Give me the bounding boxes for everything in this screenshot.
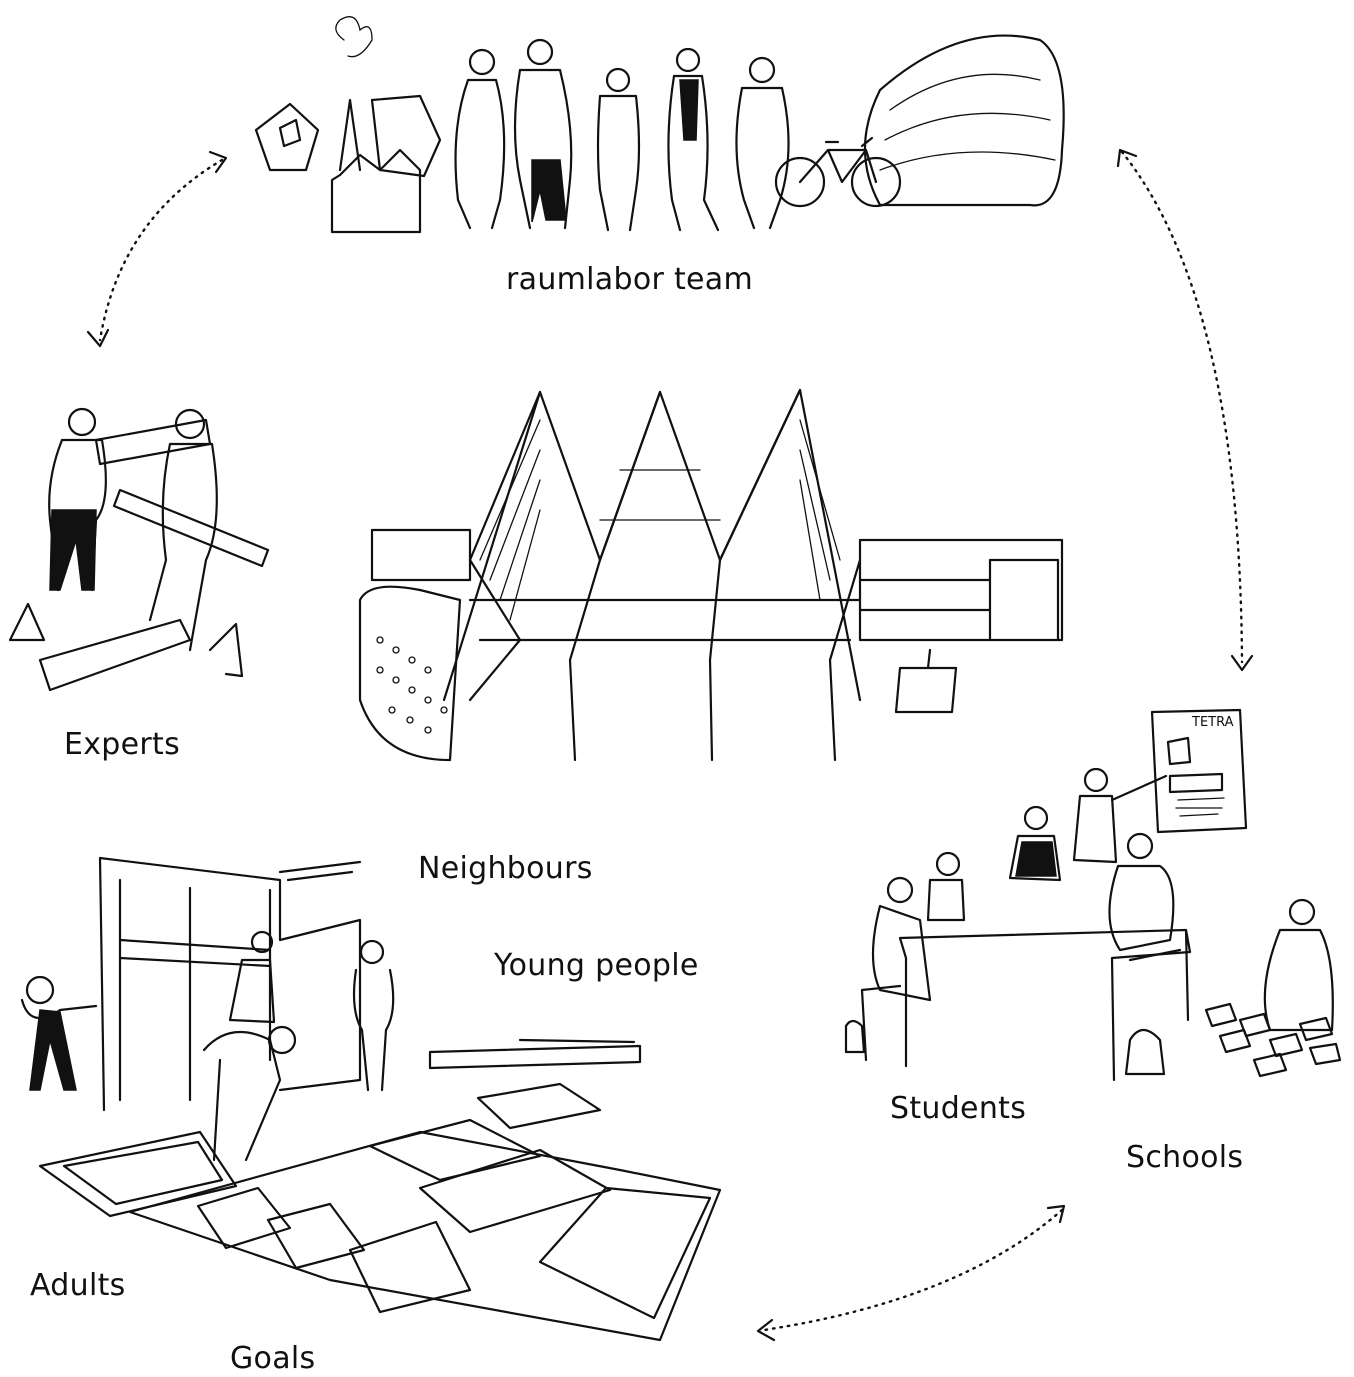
students-illustration <box>844 708 1342 1082</box>
experts-illustration <box>8 407 270 692</box>
label-schools: Schools <box>1126 1140 1244 1175</box>
poster-tetra-text: TETRA <box>1191 715 1234 730</box>
pavilion-illustration <box>358 388 1064 762</box>
workshop-illustration <box>20 856 722 1342</box>
label-young-people: Young people <box>494 948 699 983</box>
label-neighbours: Neighbours <box>418 851 593 886</box>
label-adults: Adults <box>30 1268 126 1303</box>
arrow-team-experts <box>86 150 228 348</box>
label-experts: Experts <box>64 727 181 762</box>
arrow-team-schools <box>1116 148 1254 672</box>
raumlabor-team-illustration <box>254 16 1065 234</box>
arrow-schools-goals <box>756 1204 1066 1342</box>
label-goals: Goals <box>230 1341 316 1376</box>
label-students: Students <box>890 1091 1027 1126</box>
label-raumlabor-team: raumlabor team <box>506 262 753 297</box>
